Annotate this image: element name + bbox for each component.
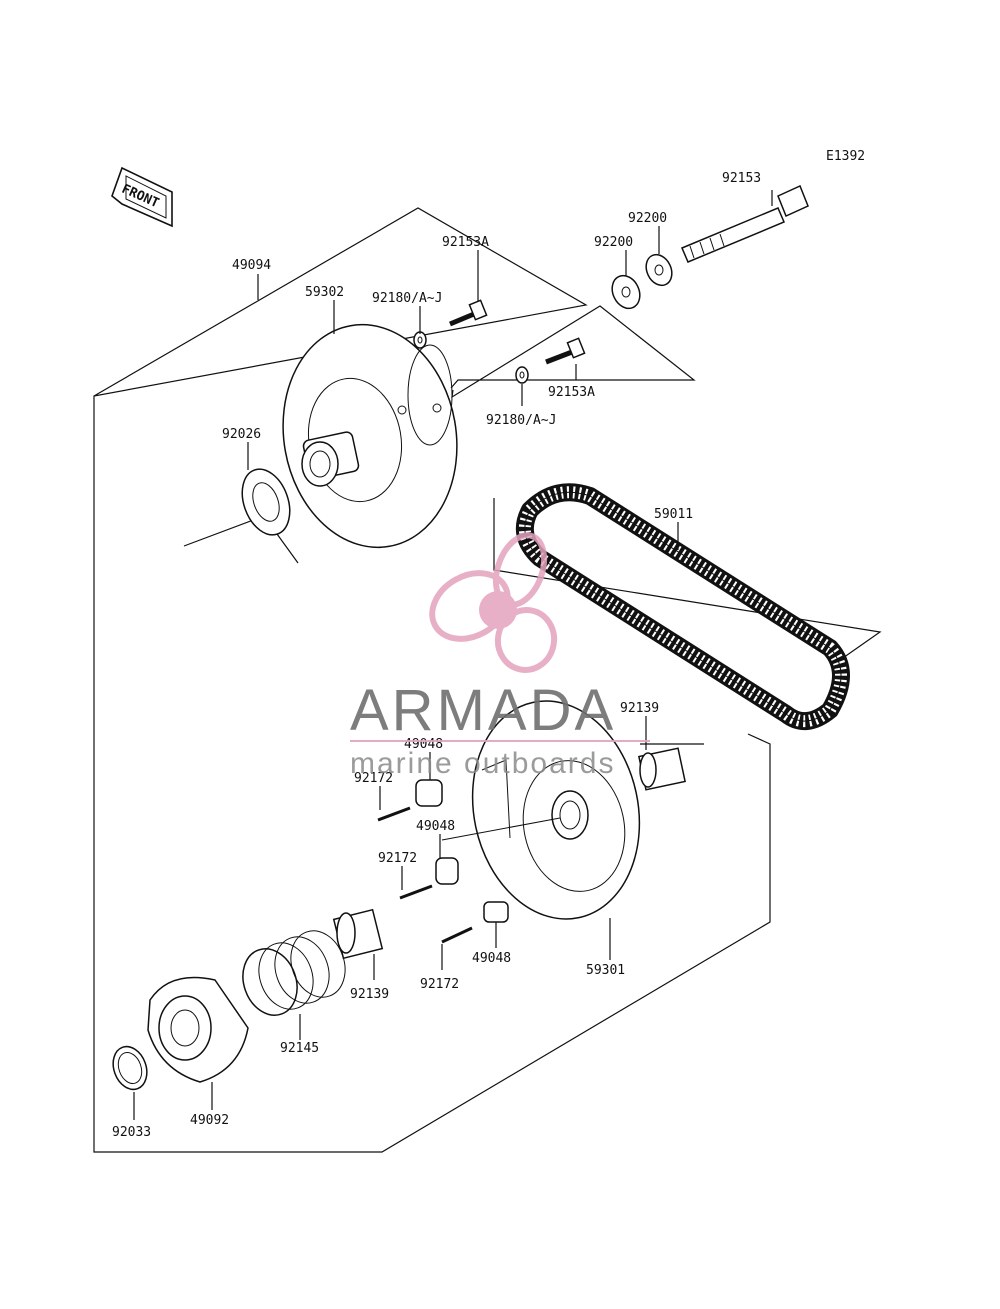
label-92180-mid: 92180/A~J (486, 413, 556, 428)
propeller-logo-icon (429, 532, 558, 673)
bolt-92153a-top (449, 299, 488, 327)
collar-92139-right (638, 747, 686, 791)
diagram-code: E1392 (826, 149, 865, 164)
collar-92139-left (332, 908, 384, 960)
label-49048-c: 49048 (472, 951, 511, 966)
label-59301: 59301 (586, 963, 625, 978)
label-92172-c: 92172 (420, 977, 459, 992)
circlip-92033 (112, 1045, 148, 1091)
slider-49048-b (435, 857, 459, 885)
slider-49048-c (483, 901, 509, 923)
bolt-92153 (681, 184, 809, 263)
label-92153a-mid: 92153A (548, 385, 595, 400)
label-49092: 49092 (190, 1113, 229, 1128)
screw-92172-c (441, 926, 473, 944)
front-arrow-icon: FRONT (111, 166, 173, 228)
drive-belt-59011 (515, 483, 850, 730)
label-92153a-top: 92153A (442, 235, 489, 250)
label-92153: 92153 (722, 171, 761, 186)
watermark-tagline: marine outboards (350, 747, 615, 780)
sheave-59302 (282, 323, 458, 549)
label-59011: 59011 (654, 507, 693, 522)
label-92139-left: 92139 (350, 987, 389, 1002)
slider-49048-a (415, 779, 443, 807)
watermark-brand: ARMADA (350, 678, 616, 743)
label-49094: 49094 (232, 258, 271, 273)
cam-49092 (147, 976, 249, 1083)
label-49048-b: 49048 (416, 819, 455, 834)
assembly-outline (93, 207, 771, 1153)
label-59302: 59302 (305, 285, 344, 300)
label-92200-a: 92200 (594, 235, 633, 250)
screw-92172-a (377, 806, 411, 822)
label-92145: 92145 (280, 1041, 319, 1056)
label-92139-right: 92139 (620, 701, 659, 716)
label-92026: 92026 (222, 427, 261, 442)
washer-92026 (241, 468, 291, 536)
label-92172-b: 92172 (378, 851, 417, 866)
label-92033: 92033 (112, 1125, 151, 1140)
washer-92200-a (611, 274, 641, 310)
washer-92200-b (645, 253, 673, 287)
label-92180-top: 92180/A~J (372, 291, 442, 306)
washer-92180-top (413, 331, 427, 349)
bolt-92153a-mid (545, 337, 586, 365)
screw-92172-b (399, 884, 433, 900)
label-92200-b: 92200 (628, 211, 667, 226)
spring-92145 (242, 930, 346, 1016)
label-92172-a: 92172 (354, 771, 393, 786)
washer-92180-mid (515, 366, 529, 384)
sheave-59301 (471, 700, 641, 920)
